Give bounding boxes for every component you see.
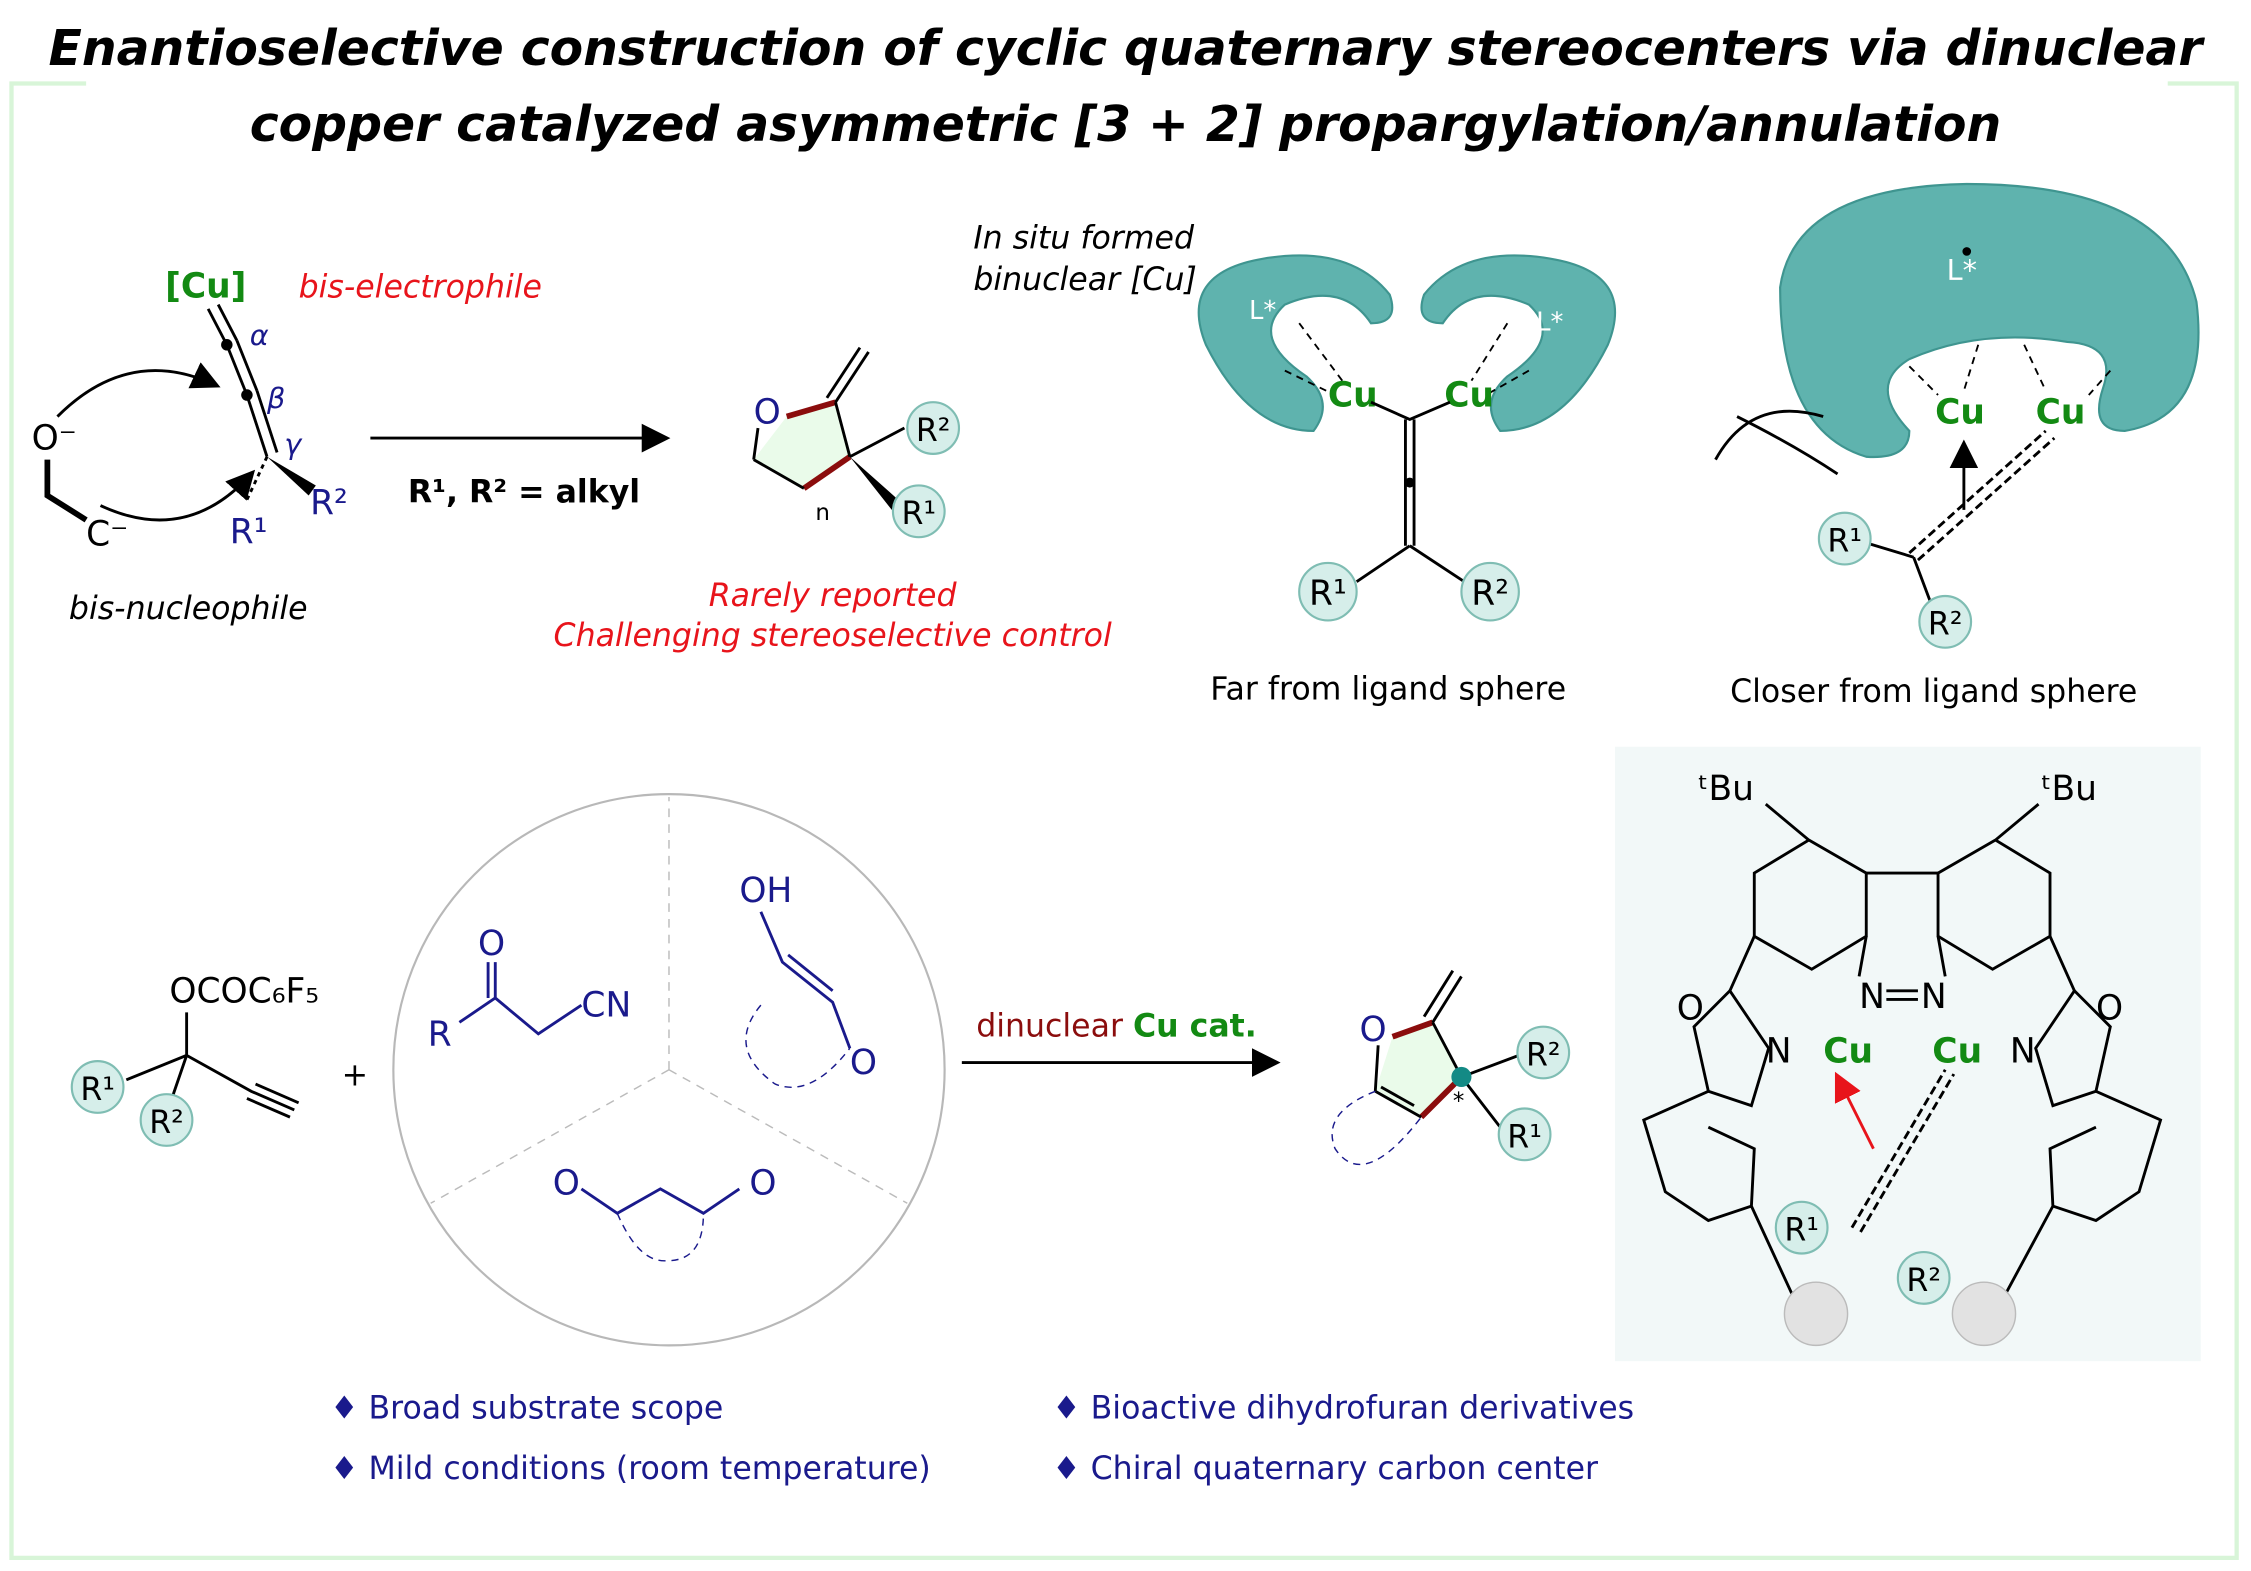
nitrile-label: CN [581, 986, 631, 1026]
r1-badge: R¹ [1309, 574, 1347, 614]
far-caption: Far from ligand sphere [1210, 671, 1566, 707]
r1-badge: R¹ [1784, 1213, 1819, 1249]
r2-badge: R² [1526, 1037, 1561, 1073]
oxazoline-o-right: O [2096, 989, 2123, 1029]
bullet-broad-scope: ♦ Broad substrate scope [330, 1391, 723, 1427]
bullet-chiral-center: ♦ Chiral quaternary carbon center [1052, 1451, 1598, 1487]
r-group: R [428, 1014, 452, 1054]
cu-left: Cu [1935, 393, 1985, 433]
ligand-label: L* [1947, 253, 1977, 287]
tbu-left: ᵗBu [1698, 769, 1754, 809]
frame-border [9, 81, 2239, 1560]
catalyst-label-prefix: dinuclear [976, 1009, 1133, 1045]
binuclear-cu-far: L* L* Cu Cu R¹ R² [1197, 254, 1617, 622]
oxazoline-n-right: N [2010, 1032, 2036, 1072]
ligand-label-left: L* [1249, 296, 1276, 326]
oxazoline-n-left: N [1766, 1032, 1792, 1072]
cu-right: Cu [2036, 393, 2086, 433]
r2-badge: R² [149, 1105, 184, 1141]
r1-badge: R¹ [901, 496, 936, 532]
oxygen-label: O [754, 393, 781, 433]
dicarbonyl-o-right: O [749, 1164, 776, 1204]
in-situ-line-2: binuclear [Cu] [973, 262, 1196, 298]
bullet-bioactive: ♦ Bioactive dihydrofuran derivatives [1052, 1391, 1634, 1427]
bis-nucleophile-label: bis-nucleophile [69, 591, 308, 627]
cu-left: Cu [1823, 1032, 1873, 1072]
propargyl-ester: OCOC₆F₅ R¹ R² + [70, 971, 368, 1147]
binuclear-cu-closer: L* Cu Cu R¹ R² [1714, 182, 2200, 649]
beta-label: β [266, 381, 285, 415]
in-situ-line-1: In situ formed [973, 221, 1195, 257]
bis-electrophile-label: bis-electrophile [299, 269, 542, 305]
r1-label: R¹ [230, 512, 268, 552]
catalyst-label: dinuclear Cu cat. [976, 1009, 1257, 1045]
cyclic-product-top: O n R² R¹ [752, 346, 961, 539]
stereocenter-star: * [1453, 1089, 1464, 1115]
r2-badge: R² [916, 413, 951, 449]
r1-badge: R¹ [80, 1072, 115, 1108]
azo-n-left: N [1859, 977, 1885, 1017]
title-line-1: Enantioselective construction of cyclic … [49, 20, 2206, 77]
oxazoline-o-left: O [1677, 989, 1704, 1029]
ligand-label-right: L* [1536, 307, 1563, 337]
r2-label: R² [310, 483, 348, 523]
o-minus-label: O⁻ [32, 419, 77, 459]
plus-sign: + [342, 1058, 368, 1094]
r1-badge: R¹ [1507, 1119, 1542, 1155]
gamma-label: γ [284, 427, 303, 461]
enol-o: O [850, 1043, 877, 1083]
challenging-control: Challenging stereoselective control [554, 618, 1112, 654]
r2-badge: R² [1928, 607, 1963, 643]
r2-badge: R² [1906, 1263, 1941, 1299]
dinuclear-ligand-structure: ᵗBu ᵗBu N N O O N N Cu Cu R¹ R² [1615, 746, 2201, 1362]
allenylidene-scheme: [Cu] bis-electrophile α β γ R¹ R² O⁻ C⁻ … [32, 266, 542, 627]
closer-caption: Closer from ligand sphere [1730, 674, 2137, 710]
bullet-mild-conditions: ♦ Mild conditions (room temperature) [330, 1451, 931, 1487]
rarely-reported: Rarely reported [709, 578, 958, 614]
dihydrofuran-product: * O R² R¹ [1331, 969, 1571, 1166]
azo-n-right: N [1921, 977, 1947, 1017]
hydroxyl-label: OH [739, 871, 792, 911]
alkyl-condition: R¹, R² = alkyl [408, 475, 640, 511]
cu-right: Cu [1932, 1032, 1982, 1072]
r2-badge: R² [1471, 574, 1509, 614]
cu-label: [Cu] [165, 266, 246, 306]
tbu-right: ᵗBu [2041, 769, 2097, 809]
catalyst-label-cu: Cu cat. [1133, 1009, 1257, 1045]
dicarbonyl-o-left: O [553, 1164, 580, 1204]
r1-badge: R¹ [1827, 523, 1862, 559]
ketone-o: O [478, 924, 505, 964]
cu-right: Cu [1444, 376, 1494, 416]
c-minus-label: C⁻ [86, 515, 128, 555]
ester-group: OCOC₆F₅ [169, 971, 319, 1011]
ring-size-n: n [815, 500, 830, 526]
nucleophile-circle: O R CN OH O O O [392, 793, 946, 1347]
title-line-2: copper catalyzed asymmetric [3 + 2] prop… [250, 96, 2002, 153]
cu-left: Cu [1328, 376, 1378, 416]
alpha-label: α [250, 318, 269, 352]
furan-o: O [1360, 1010, 1387, 1050]
